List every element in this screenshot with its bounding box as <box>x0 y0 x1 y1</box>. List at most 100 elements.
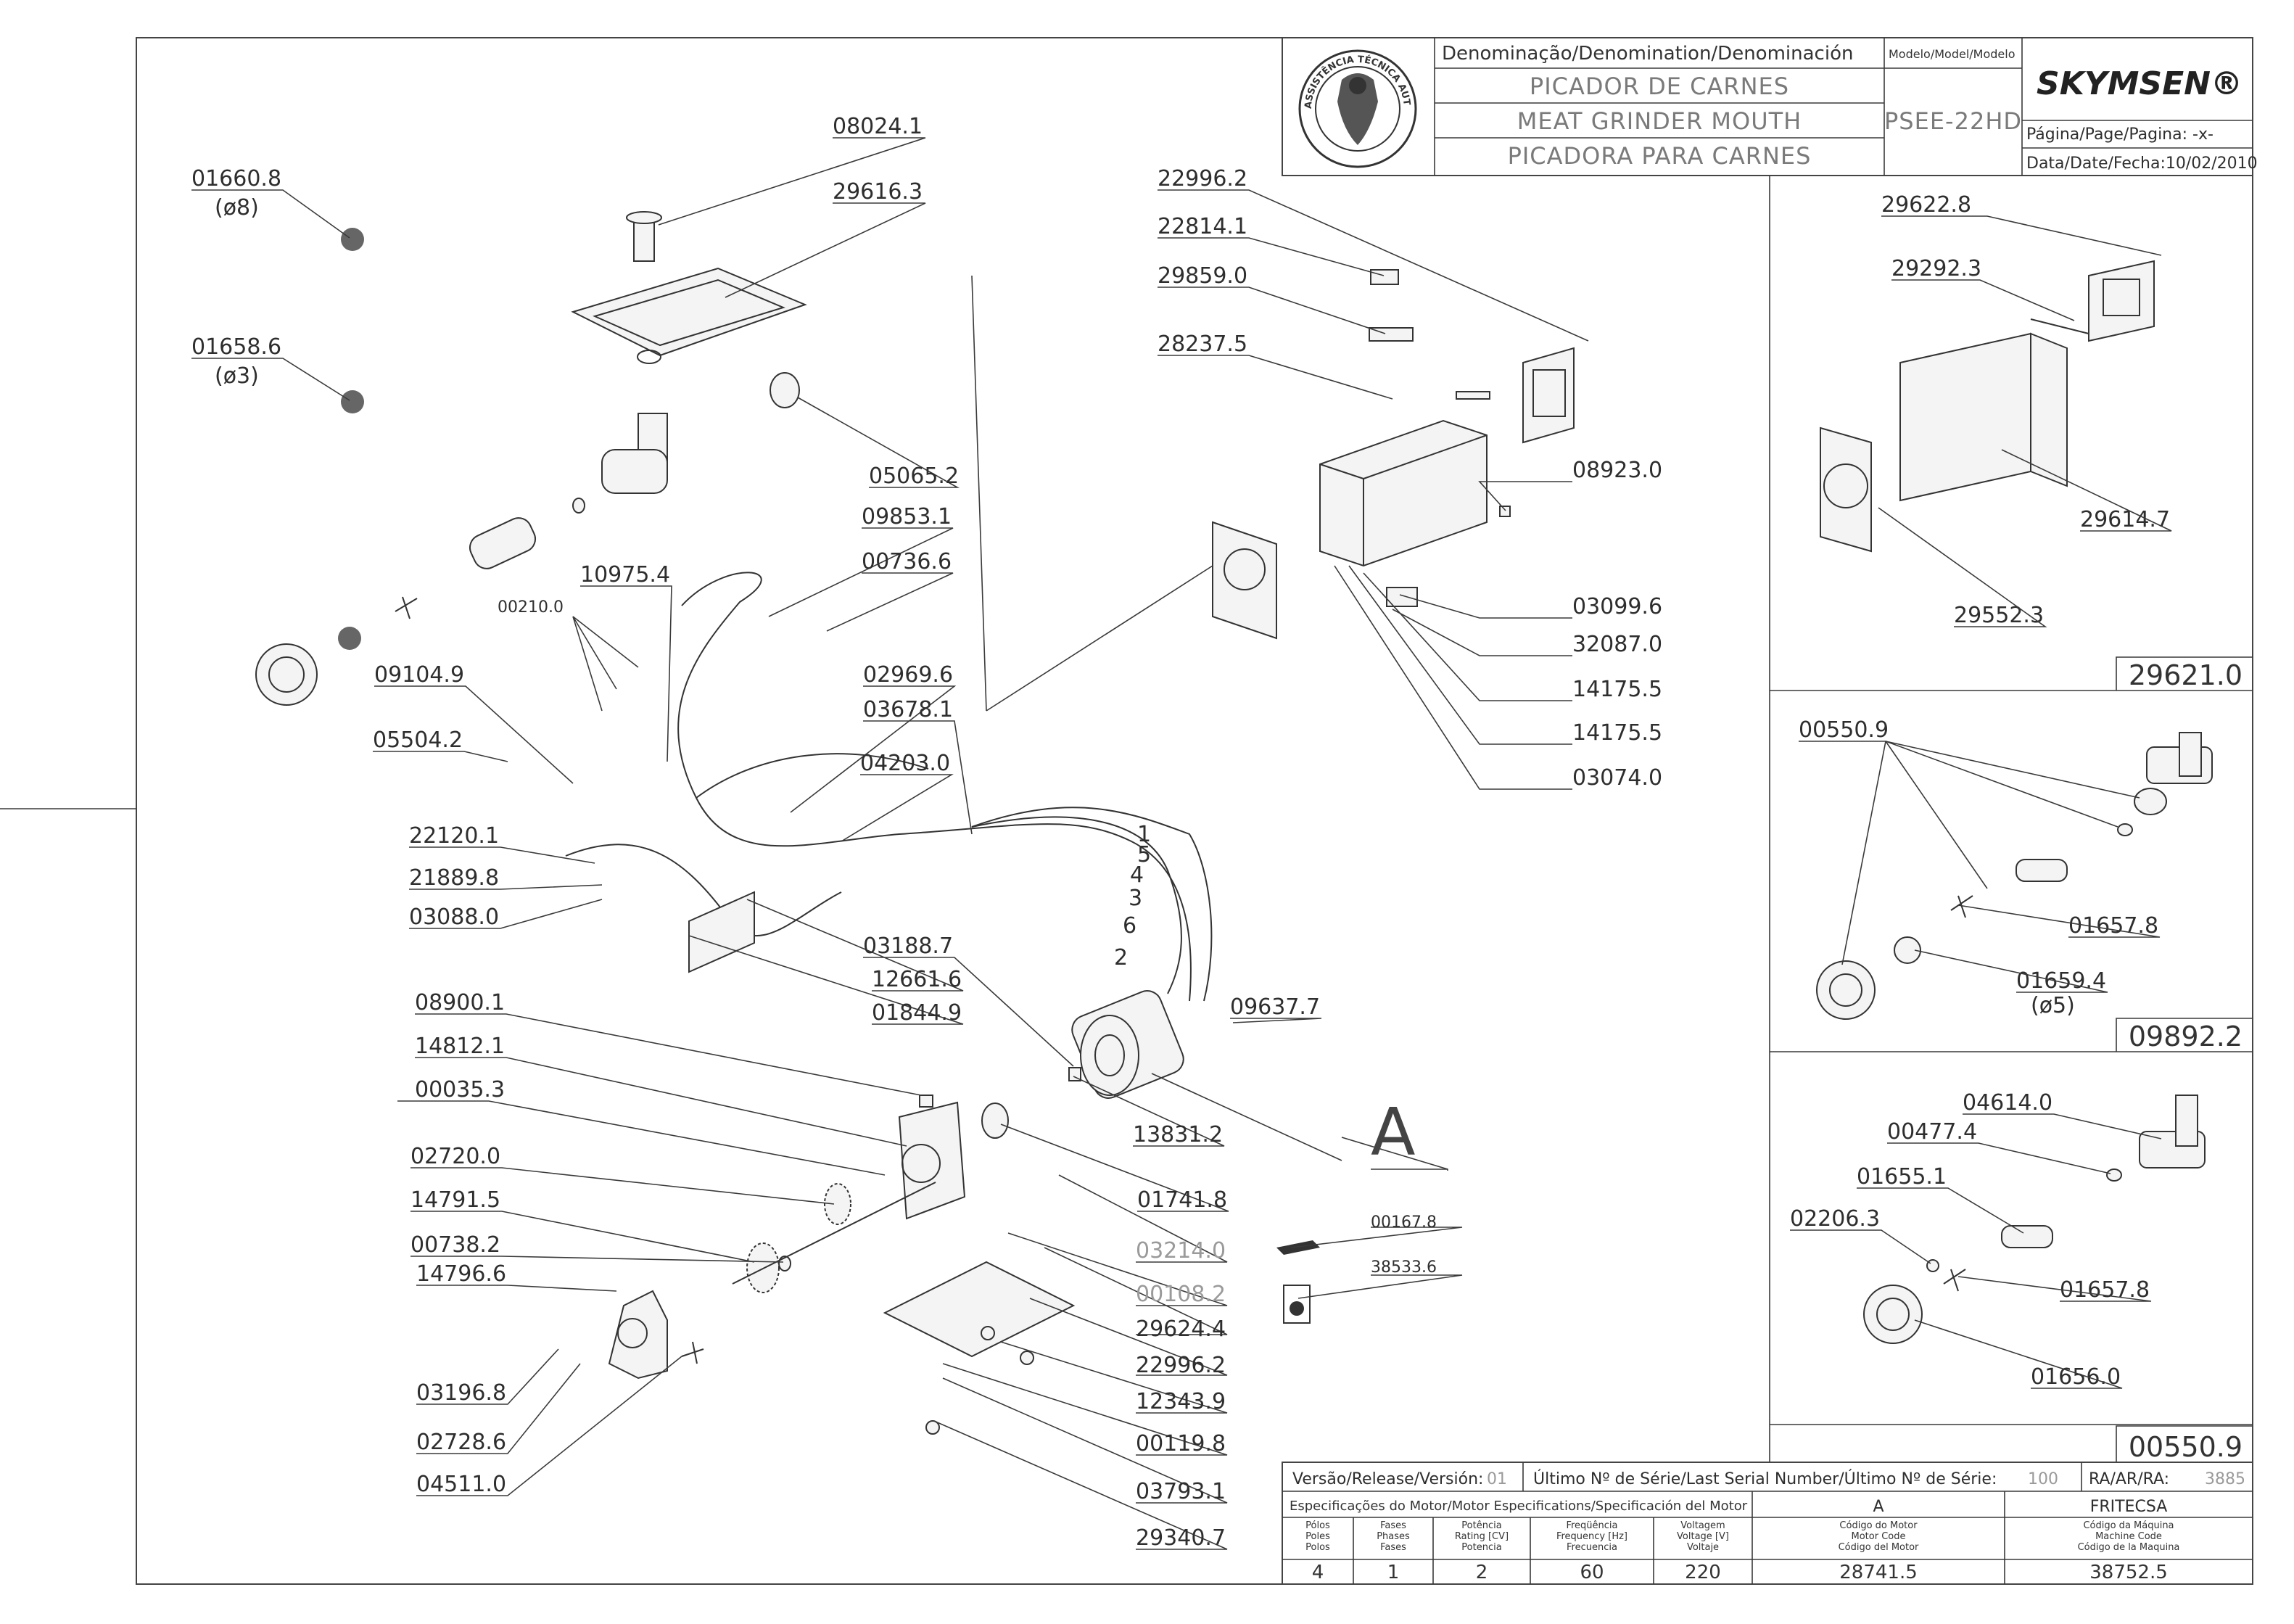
label-29616-3: 29616.3 <box>833 179 923 205</box>
label-00119-8: 00119.8 <box>1136 1431 1226 1456</box>
col-poles-header: Pólos Poles Polos <box>1305 1520 1330 1553</box>
label-09637-7: 09637.7 <box>1230 994 1320 1020</box>
label-22120-1: 22120.1 <box>409 823 499 849</box>
ra-value: 3885 <box>2205 1470 2245 1488</box>
label-28237-5: 28237.5 <box>1158 331 1247 357</box>
label-32087-0: 32087.0 <box>1572 632 1662 657</box>
label-00035-3: 00035.3 <box>415 1077 505 1102</box>
voltage-value: 220 <box>1685 1562 1721 1583</box>
label-29614-7: 29614.7 <box>2080 507 2170 532</box>
label-01741-8: 01741.8 <box>1137 1187 1227 1213</box>
machine-code-value: 38752.5 <box>2089 1562 2168 1583</box>
serial-value: 100 <box>2028 1470 2058 1488</box>
label-29622-8: 29622.8 <box>1881 192 1971 218</box>
poles-value: 4 <box>1312 1562 1324 1583</box>
label-01660-8: 01660.8 <box>191 166 281 191</box>
drawing-border <box>136 37 2253 1585</box>
label-02720-0: 02720.0 <box>410 1144 500 1169</box>
label-04203-0: 04203.0 <box>860 751 950 776</box>
version-label: Versão/Release/Versión: <box>1292 1470 1483 1488</box>
label-02969-6: 02969.6 <box>863 662 953 688</box>
page-label: Página/Page/Pagina: -x- <box>2026 125 2213 144</box>
label-02728-6: 02728.6 <box>416 1430 506 1455</box>
label-04614-0: 04614.0 <box>1963 1090 2052 1116</box>
label-29859-0: 29859.0 <box>1158 263 1247 289</box>
label-diam-5: (ø5) <box>2031 993 2075 1018</box>
brand-logo: SKYMSEN® <box>2037 65 2243 102</box>
label-04511-0: 04511.0 <box>416 1472 506 1497</box>
main-exploded-view <box>255 211 1575 1435</box>
label-22996-2-upper: 22996.2 <box>1158 166 1247 191</box>
label-10975-4: 10975.4 <box>580 562 670 588</box>
label-14812-1: 14812.1 <box>415 1034 505 1059</box>
grinder-mouth-assembly-5mm <box>1816 732 2213 1020</box>
assembly-number-bottom: 00550.9 <box>2129 1431 2243 1463</box>
denomination-header: Denominação/Denomination/Denominación <box>1442 43 1853 65</box>
label-38533-6: 38533.6 <box>1371 1258 1437 1277</box>
label-29340-7: 29340.7 <box>1136 1525 1226 1551</box>
label-03678-1: 03678.1 <box>863 697 953 722</box>
label-14796-6: 14796.6 <box>416 1261 506 1287</box>
label-14175-5-a: 14175.5 <box>1572 677 1662 702</box>
title-pt: PICADOR DE CARNES <box>1530 73 1789 100</box>
label-21889-8: 21889.8 <box>409 865 499 891</box>
label-03214-0: 03214.0 <box>1136 1238 1226 1264</box>
label-05065-2: 05065.2 <box>869 463 959 489</box>
label-01658-6: 01658.6 <box>191 334 281 360</box>
wire-number-2: 2 <box>1114 945 1128 970</box>
part-labels: 08024.1 29616.3 01660.8 (ø8) 01658.6 (ø3… <box>191 114 1662 1551</box>
wire-number-5: 5 <box>1137 842 1151 867</box>
label-03188-7: 03188.7 <box>863 933 953 959</box>
motor-a <box>1071 990 1184 1099</box>
assembly-number-mid: 09892.2 <box>2129 1021 2243 1052</box>
col-power-header: Potência Rating [CV] Potencia <box>1454 1520 1509 1553</box>
motor-housing <box>1319 419 1488 567</box>
label-08024-1: 08024.1 <box>833 114 923 139</box>
label-02206-3: 02206.3 <box>1790 1206 1880 1232</box>
base-plate <box>883 1261 1076 1358</box>
label-12661-6: 12661.6 <box>872 967 962 992</box>
serial-label: Último Nº de Série/Last Serial Number/Úl… <box>1533 1470 1997 1488</box>
label-01657-8-bottom: 01657.8 <box>2060 1277 2150 1303</box>
label-01655-1: 01655.1 <box>1857 1164 1947 1190</box>
footer-table: Versão/Release/Versión: 01 Último Nº de … <box>1282 1462 2253 1585</box>
motor-cover-exploded <box>1820 260 2155 553</box>
label-03088-0: 03088.0 <box>409 904 499 930</box>
label-22814-1: 22814.1 <box>1158 214 1247 239</box>
col-frequency-header: Freqüência Frequency [Hz] Frecuencia <box>1556 1520 1628 1553</box>
title-es: PICADORA PARA CARNES <box>1508 142 1812 170</box>
title-block: ASSISTÊNCIA TÉCNICA AUTORIZADA Denominaç… <box>0 0 2258 176</box>
motor-code-letter: A <box>1873 1498 1884 1516</box>
label-03196-8: 03196.8 <box>416 1380 506 1406</box>
label-14791-5: 14791.5 <box>410 1187 500 1213</box>
motor-code-value: 28741.5 <box>1839 1562 1918 1583</box>
leader-lines <box>191 137 1589 1550</box>
label-29292-3: 29292.3 <box>1891 256 1981 281</box>
label-00738-2: 00738.2 <box>410 1232 500 1258</box>
label-09853-1: 09853.1 <box>862 504 952 529</box>
wire-number-6: 6 <box>1123 913 1136 939</box>
label-14175-5-b: 14175.5 <box>1572 720 1662 746</box>
label-13831-2: 13831.2 <box>1133 1122 1223 1147</box>
authorized-service-seal: ASSISTÊNCIA TÉCNICA AUTORIZADA <box>0 0 1417 168</box>
col-voltage-header: Voltagem Voltage [V] Voltaje <box>1677 1520 1729 1553</box>
gearbox <box>898 1101 966 1220</box>
phases-value: 1 <box>1387 1562 1400 1583</box>
frequency-value: 60 <box>1580 1562 1604 1583</box>
feed-tray <box>571 267 807 357</box>
version-value: 01 <box>1487 1470 1507 1488</box>
right-panels: 29621.0 09892.2 00550.9 29622.8 29292.3 … <box>1769 176 2253 1463</box>
power-value: 2 <box>1476 1562 1488 1583</box>
label-00108-2: 00108.2 <box>1136 1282 1226 1307</box>
col-machine-code-header: Código da Máquina Machine Code Código de… <box>2077 1520 2180 1553</box>
wire-number-1: 1 <box>1137 822 1151 847</box>
col-phases-header: Fases Phases Fases <box>1377 1520 1410 1553</box>
label-03099-6: 03099.6 <box>1572 594 1662 619</box>
svg-text:ASSISTÊNCIA TÉCNICA AUTORIZADA: ASSISTÊNCIA TÉCNICA AUTORIZADA <box>0 0 1412 109</box>
label-01659-4: 01659.4 <box>2016 968 2106 994</box>
label-12343-9: 12343.9 <box>1136 1389 1226 1414</box>
wire-number-3: 3 <box>1129 886 1142 911</box>
label-00550-9: 00550.9 <box>1799 717 1889 743</box>
manufacturer: FRITECSA <box>2090 1498 2168 1516</box>
